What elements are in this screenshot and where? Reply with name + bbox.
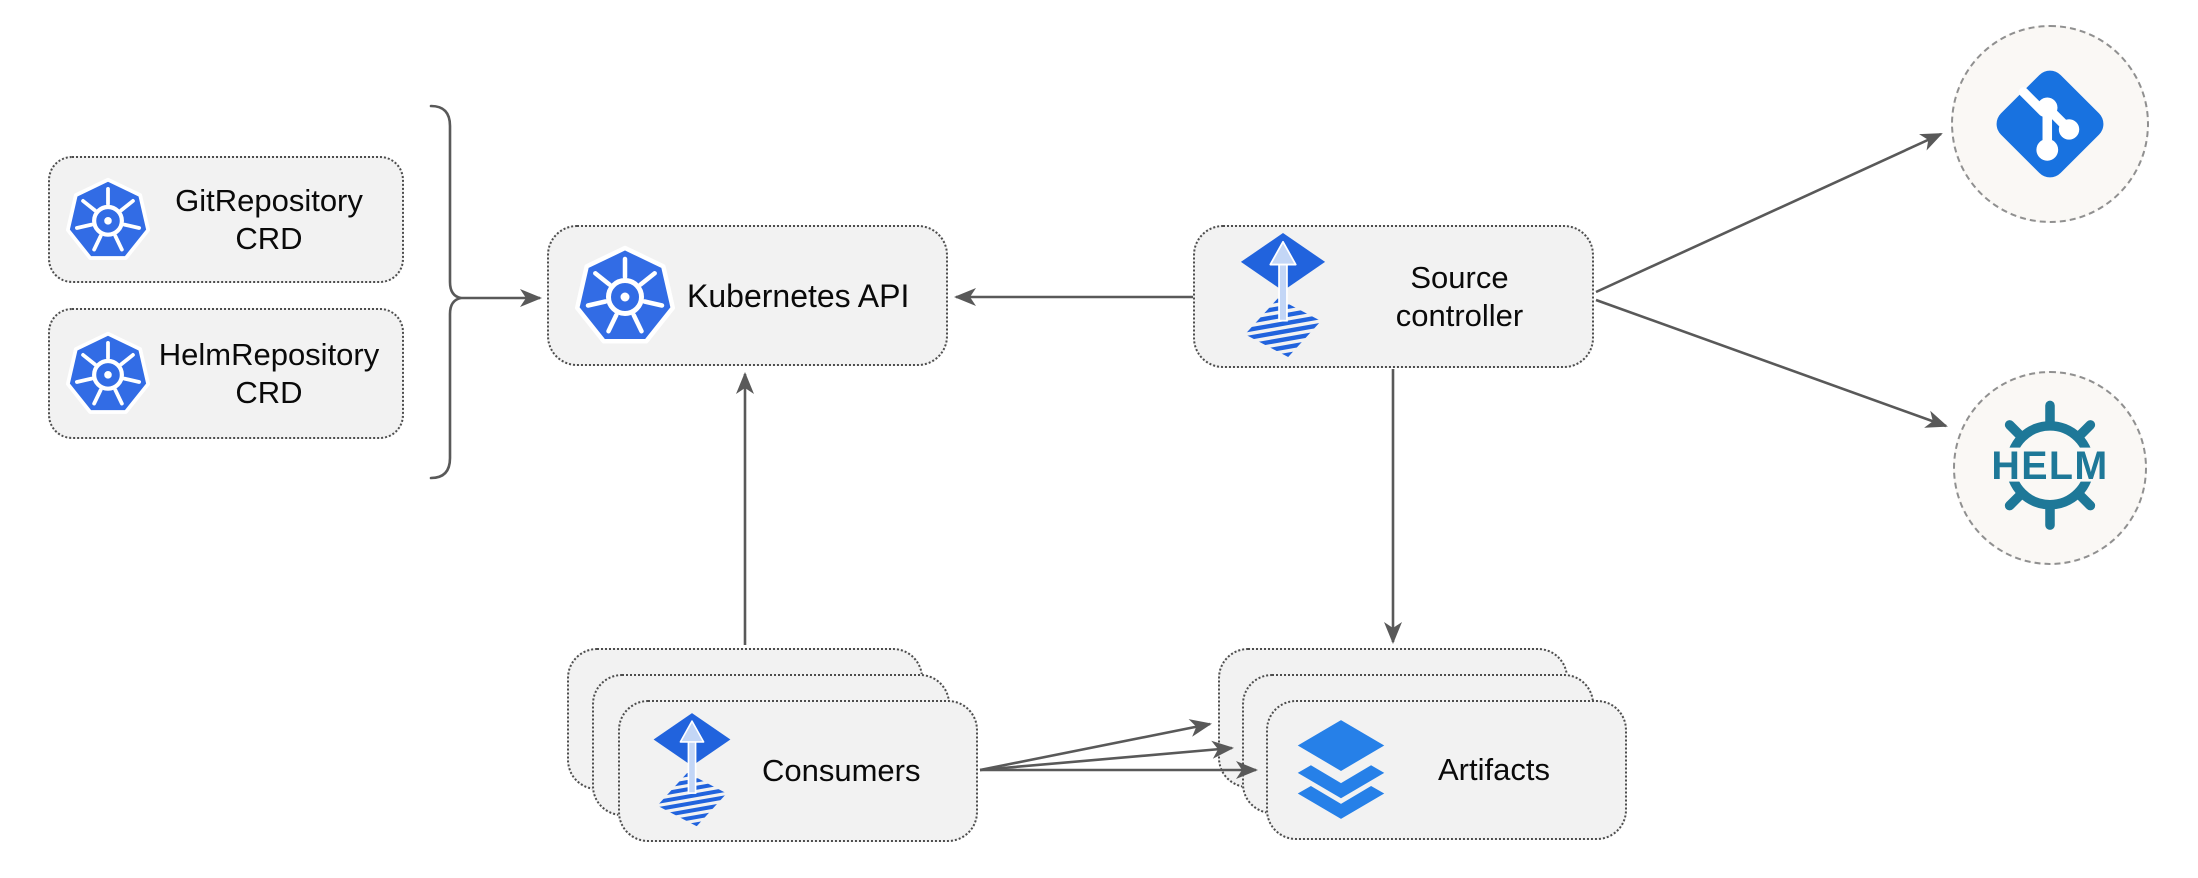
node-git-repository-crd: GitRepository CRD <box>48 156 404 283</box>
helm-icon <box>1975 400 2125 536</box>
kubernetes-icon <box>575 244 675 348</box>
flux-icon <box>652 713 732 830</box>
edge-consumers-to-artifacts-2 <box>979 740 1234 772</box>
kubernetes-icon <box>66 176 150 264</box>
edge-consumers-to-artifacts-1 <box>979 719 1212 772</box>
edge-source-to-helm <box>1595 298 1948 428</box>
node-label-line: GitRepository <box>175 182 363 218</box>
edge-crds-brace <box>429 104 462 480</box>
node-consumers: Consumers <box>618 700 978 842</box>
node-label: Consumers <box>762 753 921 788</box>
git-icon <box>1982 56 2118 192</box>
node-helm-source <box>1953 371 2147 565</box>
node-label-line: CRD <box>235 220 303 256</box>
node-label: Artifacts <box>1438 752 1550 787</box>
node-git-source <box>1951 25 2149 223</box>
node-source-controller: Source controller <box>1193 225 1594 368</box>
layers-icon <box>1294 720 1388 820</box>
node-label-line: Source <box>1410 259 1509 295</box>
node-kubernetes-api: Kubernetes API <box>547 225 948 366</box>
node-label: Kubernetes API <box>687 277 910 314</box>
node-label-line: controller <box>1395 297 1524 333</box>
node-label-line: HelmRepository <box>158 336 380 372</box>
node-artifacts: Artifacts <box>1266 700 1627 840</box>
node-helm-repository-crd: HelmRepository CRD <box>48 308 404 439</box>
flux-icon <box>1239 233 1327 361</box>
node-label-line: CRD <box>235 374 303 410</box>
kubernetes-icon <box>66 330 150 418</box>
edge-source-to-git <box>1595 132 1943 294</box>
